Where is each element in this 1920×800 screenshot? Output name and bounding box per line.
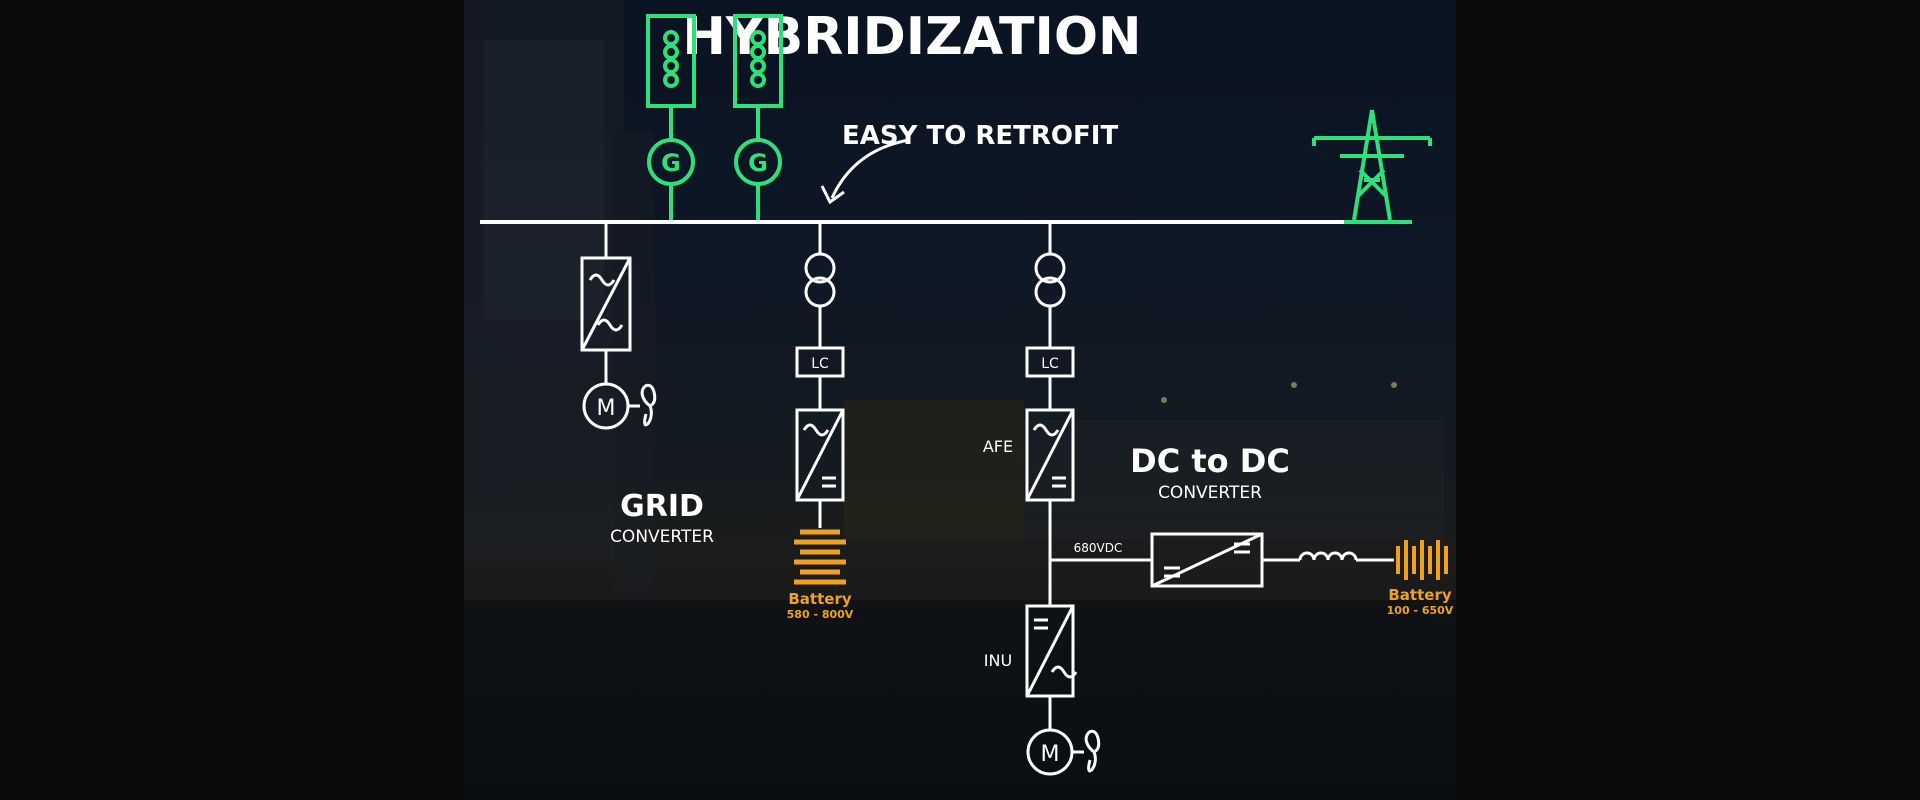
battery-dc-label: Battery xyxy=(1388,586,1451,604)
generator-label-1: G xyxy=(661,149,681,177)
afe-label: AFE xyxy=(983,437,1013,456)
inu-label: INU xyxy=(984,651,1012,670)
battery-grid-range: 580 - 800V xyxy=(787,608,854,621)
background-scene xyxy=(464,0,1456,800)
propeller-icon xyxy=(640,383,657,427)
battery-grid-label: Battery xyxy=(788,590,851,608)
inductor-icon xyxy=(1298,551,1358,561)
propeller-icon xyxy=(1084,729,1101,773)
arrow-head xyxy=(820,185,845,205)
generator-set-2 xyxy=(733,14,783,222)
diagram-canvas: HYBRIDIZATION EASY TO RETROFIT G G xyxy=(464,0,1456,800)
battery-icon xyxy=(794,529,846,585)
dc-link-voltage: 680VDC xyxy=(1074,541,1123,555)
branch-grid-converter xyxy=(795,222,845,528)
lc-label-1: LC xyxy=(811,356,829,372)
motor-label-1: M xyxy=(597,396,616,421)
dc-converter-subtitle: CONVERTER xyxy=(1158,483,1262,503)
dc-converter-title: DC to DC xyxy=(1130,442,1290,480)
branch-motor-drive xyxy=(580,222,657,430)
generator-set-1 xyxy=(646,14,696,222)
grid-converter-subtitle: CONVERTER xyxy=(610,527,714,547)
diagram-svg: HYBRIDIZATION EASY TO RETROFIT G G xyxy=(464,0,1456,800)
motor-label-2: M xyxy=(1041,742,1060,767)
generator-label-2: G xyxy=(748,149,768,177)
grid-converter-title: GRID xyxy=(620,489,704,524)
lc-label-2: LC xyxy=(1041,356,1059,372)
arrow-icon xyxy=(830,138,910,199)
battery-dc-range: 100 - 650V xyxy=(1387,604,1454,617)
battery-icon xyxy=(1396,540,1448,580)
transformer-icon xyxy=(804,252,836,284)
branch-afe-inu xyxy=(1025,222,1394,776)
transformer-icon xyxy=(1034,252,1066,284)
pylon-icon xyxy=(1306,109,1432,224)
